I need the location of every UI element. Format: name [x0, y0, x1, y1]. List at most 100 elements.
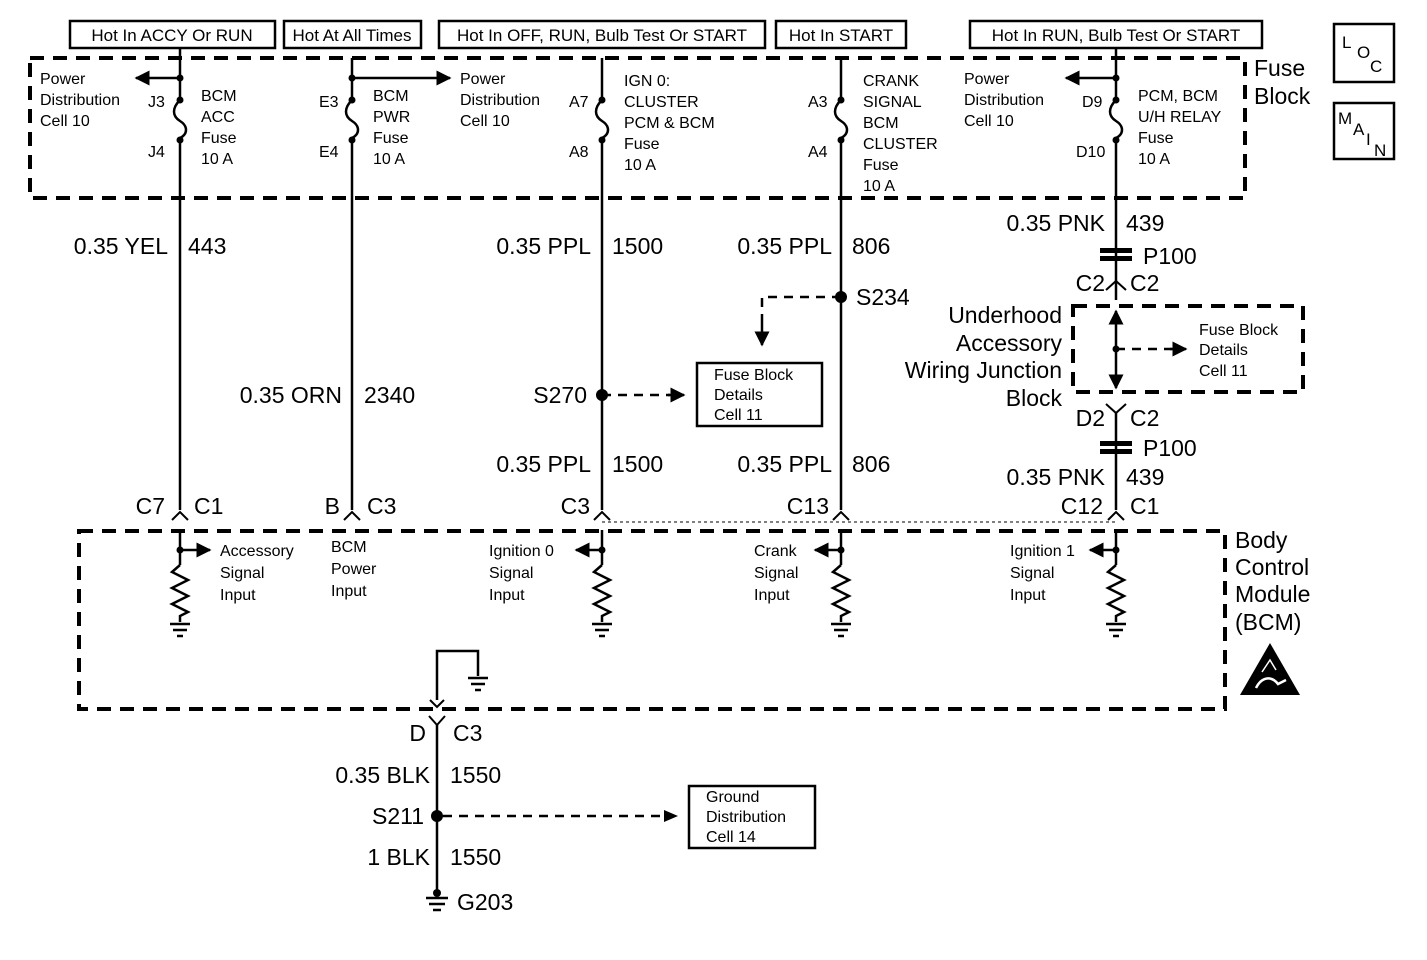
bcm-connectors: C7 C1 B C3 C3 C13 C12 C1: [136, 493, 1159, 523]
svg-text:Cell 11: Cell 11: [1199, 363, 1248, 380]
svg-text:BCM: BCM: [863, 115, 899, 132]
svg-text:Ground: Ground: [706, 789, 759, 806]
svg-text:C12: C12: [1061, 493, 1103, 519]
svg-text:10 A: 10 A: [373, 151, 405, 168]
svg-text:Crank: Crank: [754, 543, 798, 560]
svg-text:C3: C3: [453, 720, 482, 746]
svg-text:E4: E4: [319, 144, 339, 161]
wire-439-circuit-bottom: 439: [1126, 464, 1164, 490]
wire-1500-color-top: 0.35 PPL: [496, 233, 591, 259]
svg-text:C3: C3: [367, 493, 396, 519]
svg-text:BCM: BCM: [373, 88, 409, 105]
svg-text:O: O: [1357, 43, 1370, 62]
svg-text:Cell 10: Cell 10: [40, 113, 90, 130]
svg-text:S270: S270: [533, 382, 587, 408]
svg-text:Power: Power: [40, 71, 86, 88]
svg-text:A: A: [1353, 120, 1365, 139]
fuse-block-label-2: Block: [1254, 83, 1311, 109]
svg-text:10 A: 10 A: [624, 157, 656, 174]
svg-text:M: M: [1338, 109, 1352, 128]
header-accy-run: Hot In ACCY Or RUN: [91, 26, 252, 45]
bcm-input-ignition1: Ignition 1 Signal Input: [1010, 530, 1127, 638]
svg-text:Details: Details: [714, 387, 763, 404]
fuse-ign0: A7 A8 IGN 0: CLUSTER PCM & BCM Fuse 10 A: [569, 58, 715, 510]
svg-text:Fuse Block: Fuse Block: [1199, 322, 1279, 339]
svg-text:D: D: [409, 720, 426, 746]
svg-text:E3: E3: [319, 94, 339, 111]
svg-text:Details: Details: [1199, 342, 1248, 359]
svg-text:C2: C2: [1076, 270, 1105, 296]
svg-text:A8: A8: [569, 144, 589, 161]
wire-443-color: 0.35 YEL: [74, 233, 168, 259]
fuse-bcm-pwr: E3 E4 BCM PWR Fuse 10 A Power Distributi…: [319, 58, 540, 510]
svg-text:Signal: Signal: [489, 565, 533, 582]
wire-439-circuit-top: 439: [1126, 210, 1164, 236]
wire-2340-circuit: 2340: [364, 382, 415, 408]
header-off-run-bulb-start: Hot In OFF, RUN, Bulb Test Or START: [457, 26, 747, 45]
bcm-label-2: Control: [1235, 554, 1309, 580]
wire-1500-circuit-bottom: 1500: [612, 451, 663, 477]
svg-text:Wiring Junction: Wiring Junction: [905, 357, 1062, 383]
svg-text:Power: Power: [460, 71, 506, 88]
main-badge[interactable]: M A I N: [1332, 101, 1396, 161]
wire-806-circuit-top: 806: [852, 233, 890, 259]
svg-text:CRANK: CRANK: [863, 73, 919, 90]
svg-text:P100: P100: [1143, 435, 1197, 461]
bcm-outline: [77, 529, 1227, 711]
svg-text:D10: D10: [1076, 144, 1105, 161]
svg-text:Cell 11: Cell 11: [714, 407, 763, 424]
svg-text:BCM: BCM: [331, 539, 367, 556]
svg-text:PCM & BCM: PCM & BCM: [624, 115, 715, 132]
bcm-input-ignition0: Ignition 0 Signal Input: [489, 530, 613, 638]
svg-text:Fuse Block: Fuse Block: [714, 367, 794, 384]
header-all-times: Hot At All Times: [292, 26, 411, 45]
svg-text:B: B: [325, 493, 340, 519]
svg-text:Power: Power: [331, 561, 377, 578]
svg-text:C13: C13: [787, 493, 829, 519]
svg-text:Signal: Signal: [220, 565, 264, 582]
wire-1500-color-bottom: 0.35 PPL: [496, 451, 591, 477]
svg-text:Ignition 0: Ignition 0: [489, 543, 554, 560]
ref-ground-distribution[interactable]: Ground Distribution Cell 14: [687, 784, 817, 850]
svg-text:C7: C7: [136, 493, 165, 519]
fuse-crank-signal: A3 A4 CRANK SIGNAL BCM CLUSTER Fuse 10 A: [808, 58, 938, 510]
svg-text:PCM, BCM: PCM, BCM: [1138, 88, 1218, 105]
svg-text:N: N: [1374, 141, 1386, 160]
svg-text:1550: 1550: [450, 844, 501, 870]
wire-806-color-top: 0.35 PPL: [737, 233, 832, 259]
wire-806-circuit-bottom: 806: [852, 451, 890, 477]
svg-text:L: L: [1342, 33, 1351, 52]
svg-text:Cell 10: Cell 10: [964, 113, 1014, 130]
svg-text:Fuse: Fuse: [1138, 130, 1174, 147]
svg-text:Cell 14: Cell 14: [706, 829, 756, 846]
loc-badge[interactable]: L O C: [1332, 22, 1396, 84]
wire-labels: 0.35 YEL 443 0.35 ORN 2340 0.35 PPL 1500…: [74, 210, 1165, 490]
svg-text:Block: Block: [1006, 385, 1063, 411]
svg-text:Signal: Signal: [754, 565, 798, 582]
svg-text:Input: Input: [489, 587, 525, 604]
svg-text:Input: Input: [1010, 587, 1046, 604]
svg-text:10 A: 10 A: [201, 151, 233, 168]
svg-text:Input: Input: [331, 583, 367, 600]
svg-text:1550: 1550: [450, 762, 501, 788]
svg-text:IGN 0:: IGN 0:: [624, 73, 670, 90]
svg-text:D2: D2: [1076, 405, 1105, 431]
svg-text:Accessory: Accessory: [956, 330, 1063, 356]
svg-text:C1: C1: [194, 493, 223, 519]
svg-text:Input: Input: [754, 587, 790, 604]
ground-g203: G203: [457, 889, 513, 915]
svg-text:0.35 BLK: 0.35 BLK: [335, 762, 430, 788]
fuse-uh-relay: Power Distribution Cell 10 D9 D10 PCM, B…: [964, 48, 1222, 245]
svg-text:Ignition 1: Ignition 1: [1010, 543, 1075, 560]
svg-text:Distribution: Distribution: [460, 92, 540, 109]
ref-fuse-block-details-1[interactable]: Fuse Block Details Cell 11: [695, 361, 824, 428]
svg-text:D9: D9: [1082, 94, 1103, 111]
svg-text:10 A: 10 A: [863, 178, 895, 195]
svg-text:PWR: PWR: [373, 109, 410, 126]
svg-text:P100: P100: [1143, 243, 1197, 269]
svg-text:BCM: BCM: [201, 88, 237, 105]
svg-text:S211: S211: [372, 803, 424, 829]
svg-text:SIGNAL: SIGNAL: [863, 94, 922, 111]
header-start: Hot In START: [789, 26, 893, 45]
